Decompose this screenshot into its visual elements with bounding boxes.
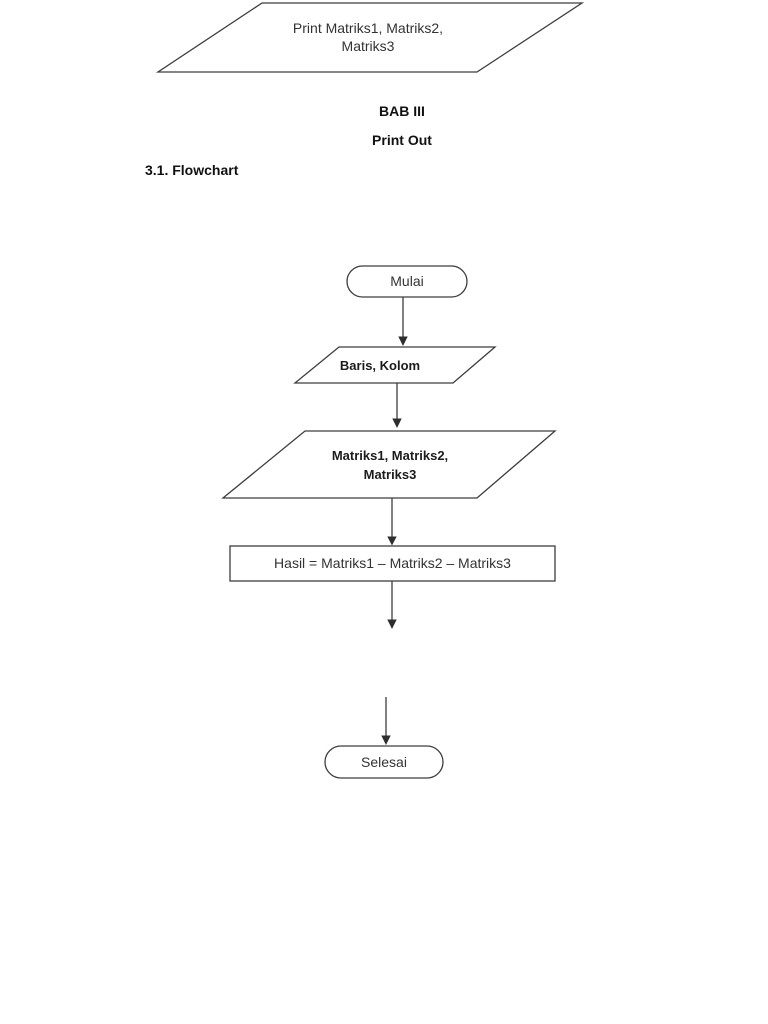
end-terminator-label: Selesai xyxy=(361,754,407,770)
start-terminator-label: Mulai xyxy=(390,273,424,289)
end-terminator-shape xyxy=(324,745,444,779)
flow-arrow-matrix-to-process xyxy=(387,498,397,546)
print-output-label: Print Matriks1, Matriks2, Matriks3 xyxy=(292,20,444,54)
matrix-parallelogram-shape xyxy=(221,430,557,499)
process-rect-label: Hasil = Matriks1 – Matriks2 – Matriks3 xyxy=(274,555,511,571)
print-output-parallelogram xyxy=(155,2,585,73)
start-terminator-shape xyxy=(346,265,468,298)
section-heading: 3.1. Flowchart xyxy=(145,162,239,178)
subtitle-heading: Print Out xyxy=(372,132,432,148)
input-parallelogram-shape xyxy=(293,346,497,384)
flow-arrow-input-to-matrix xyxy=(392,383,402,428)
matrix-parallelogram-label: Matriks1, Matriks2, Matriks3 xyxy=(331,448,449,482)
flow-arrow-process-down xyxy=(387,581,397,629)
flow-arrow-to-end xyxy=(381,697,391,745)
chapter-heading: BAB III xyxy=(379,103,425,119)
flow-arrow-start-to-input xyxy=(398,297,408,346)
input-parallelogram-label: Baris, Kolom xyxy=(339,358,421,373)
